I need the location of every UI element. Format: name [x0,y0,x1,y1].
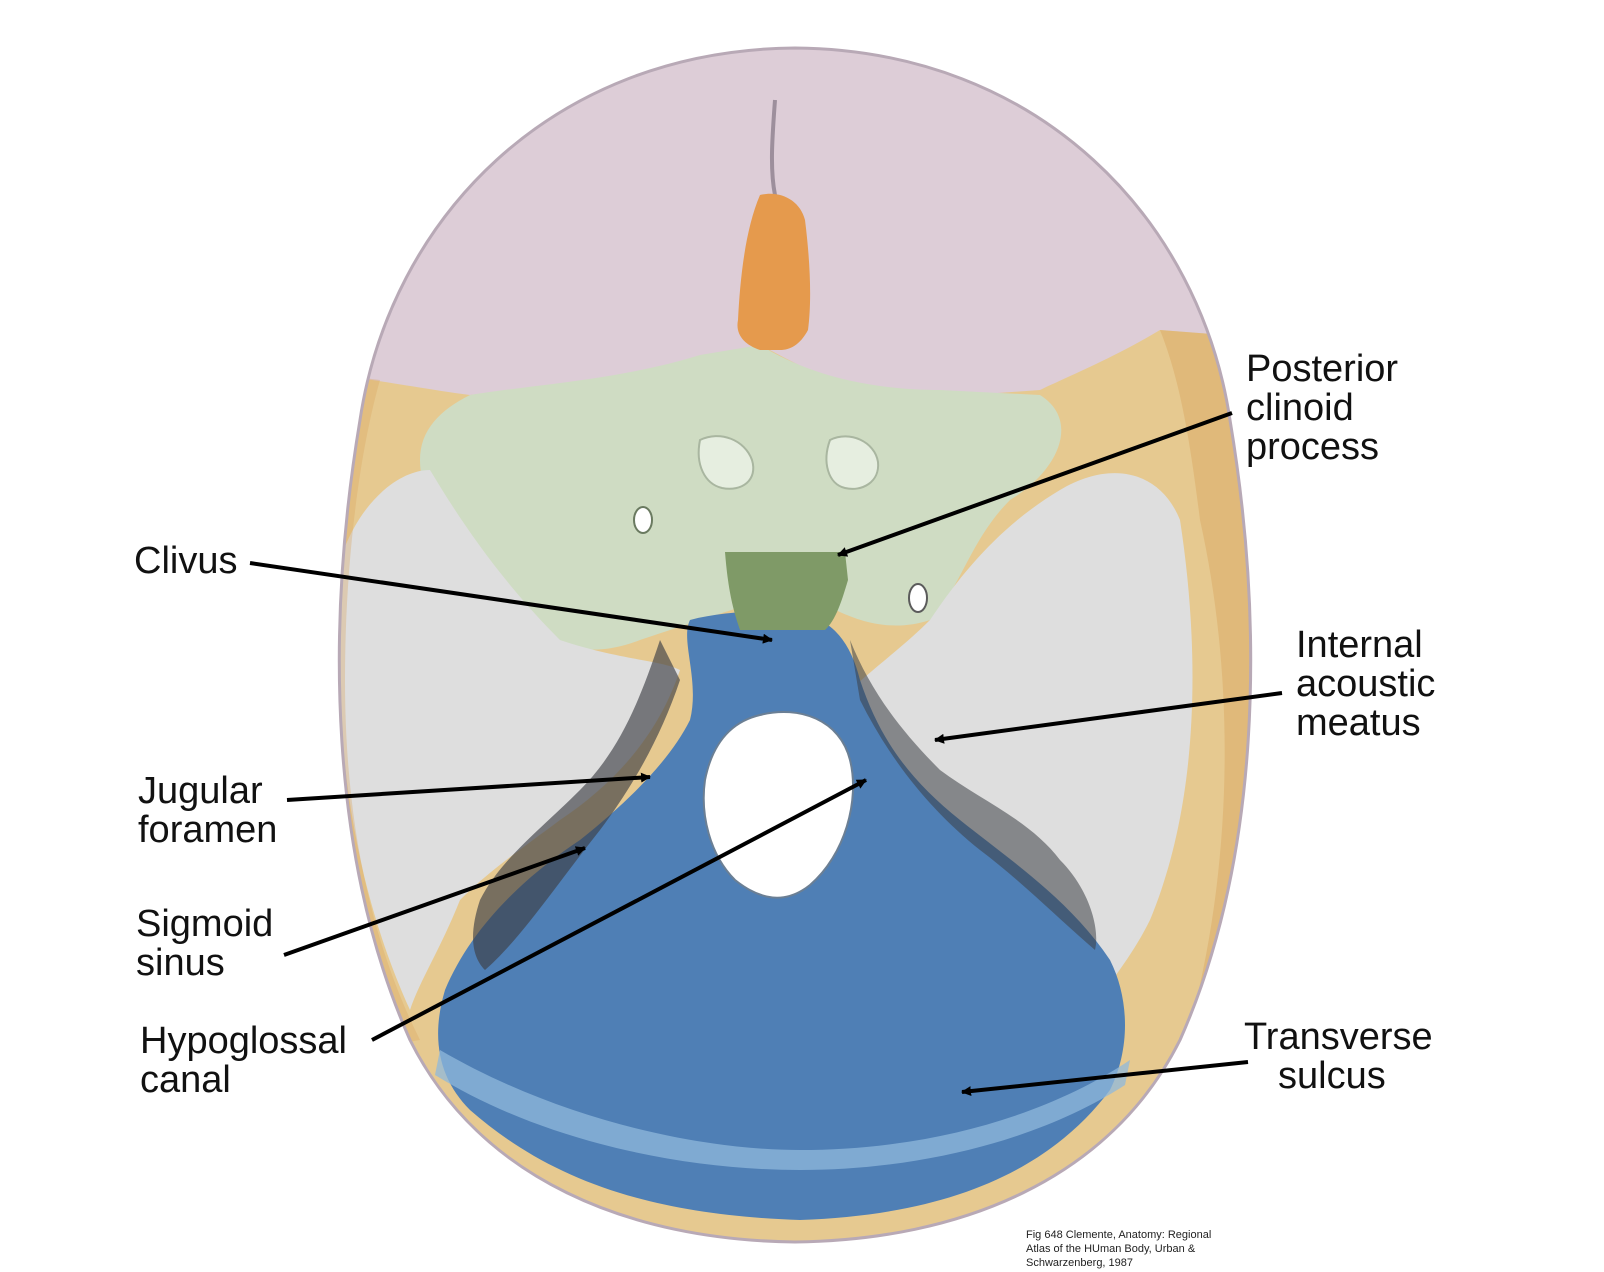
label-internal-acoustic-meatus: Internal acoustic meatus [1296,624,1436,744]
label-sigmoid-sinus: Sigmoid sinus [136,903,274,984]
clivus-patch [725,552,848,630]
arrow-hypoglossal-canal [371,778,867,1042]
frontal-crest-midline [769,99,777,196]
label-posterior-clinoid-process: Posterior clinoid process [1246,348,1399,468]
arrow-sigmoid-sinus [283,846,586,957]
skull-outline [337,46,1253,1244]
right-parietal-rim [1160,330,1251,1060]
label-clivus: Clivus [134,540,238,582]
crista-galli [737,193,811,350]
transverse-band [435,1050,1130,1170]
label-transverse-sulcus: Transverse sulcus [1244,1016,1433,1097]
middle-cranial-fossa [420,345,1062,650]
arrow-internal-acoustic [934,691,1283,744]
right-temporal-region [840,473,1193,1000]
internal-acoustic-meatus-hole [908,583,928,613]
anterior-clinoid-shape [697,435,755,490]
label-jugular-foramen: Jugular foramen [138,770,278,851]
right-sigmoid-shadow [850,640,1097,950]
arrow-jugular-foramen [286,772,651,802]
figure-citation: Fig 648 Clemente, Anatomy: Regional Atla… [1026,1229,1212,1269]
arrow-transverse-sulcus [961,1060,1249,1097]
label-hypoglossal-canal: Hypoglossal canal [140,1020,347,1101]
arrow-posterior-clinoid [837,411,1233,557]
annotation-arrows [249,411,1283,1097]
arrow-clivus [249,561,773,644]
left-sigmoid-shadow [473,640,680,970]
left-foramen-hole [633,506,653,534]
foramen-magnum [702,711,854,899]
anterior-clinoid-shape-right [825,435,880,490]
posterior-cranial-fossa [438,611,1125,1220]
left-temporal-region [339,470,680,1010]
